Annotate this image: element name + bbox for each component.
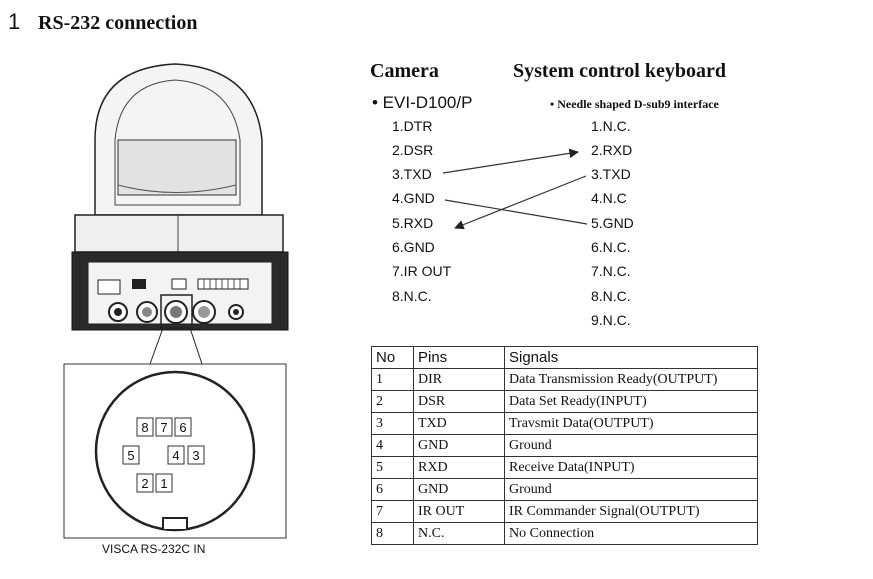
keyboard-pin-8: 8.N.C. (591, 288, 631, 304)
keyboard-pin-3: 3.TXD (591, 166, 631, 182)
keyboard-heading: System control keyboard (513, 60, 726, 82)
cell-pin: TXD (413, 412, 505, 435)
cell-pin: DIR (413, 368, 505, 391)
table-row: 3 TXD Travsmit Data(OUTPUT) (371, 412, 758, 435)
cell-no: 1 (371, 368, 414, 391)
section-title: RS-232 connection (38, 12, 198, 34)
cell-signal: IR Commander Signal(OUTPUT) (504, 500, 758, 523)
keyboard-pin-5: 5.GND (591, 215, 634, 231)
connector-pin-3: 3 (192, 448, 199, 463)
table-row: 6 GND Ground (371, 478, 758, 501)
cell-pin: GND (413, 478, 505, 501)
header-pins: Pins (413, 346, 505, 369)
keyboard-pin-6: 6.N.C. (591, 239, 631, 255)
table-row: 4 GND Ground (371, 434, 758, 457)
connector-pin-7: 7 (160, 420, 167, 435)
table-row: 2 DSR Data Set Ready(INPUT) (371, 390, 758, 413)
cell-no: 8 (371, 522, 414, 545)
camera-model: • EVI-D100/P (372, 93, 473, 112)
table-row: 1 DIR Data Transmission Ready(OUTPUT) (371, 368, 758, 391)
cell-signal: No Connection (504, 522, 758, 545)
cell-signal: Data Set Ready(INPUT) (504, 390, 758, 413)
keyboard-pin-4: 4.N.C (591, 190, 627, 206)
cell-signal: Data Transmission Ready(OUTPUT) (504, 368, 758, 391)
cell-no: 6 (371, 478, 414, 501)
camera-pin-1: 1.DTR (392, 118, 433, 134)
camera-pin-4: 4.GND (392, 190, 435, 206)
cell-signal: Ground (504, 434, 758, 457)
cell-signal: Receive Data(INPUT) (504, 456, 758, 479)
wire-txd-to-rxd (442, 148, 579, 174)
table-row: 7 IR OUT IR Commander Signal(OUTPUT) (371, 500, 758, 523)
cell-no: 4 (371, 434, 414, 457)
wire-txd-to-rxd-return (454, 175, 587, 230)
cell-pin: RXD (413, 456, 505, 479)
connector-pin-4: 4 (172, 448, 179, 463)
connector-caption: VISCA RS-232C IN (102, 542, 206, 556)
connector-pin-1: 1 (160, 476, 167, 491)
cell-pin: IR OUT (413, 500, 505, 523)
table-header-row: No Pins Signals (371, 346, 758, 369)
header-no: No (371, 346, 414, 369)
keyboard-pin-1: 1.N.C. (591, 118, 631, 134)
connector-pin-6: 6 (179, 420, 186, 435)
camera-pin-5: 5.RXD (392, 215, 434, 231)
header-signals: Signals (504, 346, 758, 369)
keyboard-pin-7: 7.N.C. (591, 263, 631, 279)
camera-pin-2: 2.DSR (392, 142, 434, 158)
camera-pin-6: 6.GND (392, 239, 435, 255)
camera-pin-3: 3.TXD (392, 166, 432, 182)
connector-pin-8: 8 (141, 420, 148, 435)
section-number: 1 (8, 9, 21, 34)
camera-heading: Camera (370, 60, 439, 82)
table-row: 5 RXD Receive Data(INPUT) (371, 456, 758, 479)
connector-pin-2: 2 (141, 476, 148, 491)
cell-no: 5 (371, 456, 414, 479)
cell-no: 3 (371, 412, 414, 435)
table-row: 8 N.C. No Connection (371, 522, 758, 545)
wire-gnd-to-gnd (444, 199, 588, 225)
cell-pin: GND (413, 434, 505, 457)
cell-no: 2 (371, 390, 414, 413)
cell-pin: DSR (413, 390, 505, 413)
camera-pin-8: 8.N.C. (392, 288, 432, 304)
cell-no: 7 (371, 500, 414, 523)
camera-pin-7: 7.IR OUT (392, 263, 452, 279)
cell-signal: Travsmit Data(OUTPUT) (504, 412, 758, 435)
cell-pin: N.C. (413, 522, 505, 545)
keyboard-pin-2: 2.RXD (591, 142, 633, 158)
signal-table: No Pins Signals 1 DIR Data Transmission … (371, 346, 758, 545)
cell-signal: Ground (504, 478, 758, 501)
keyboard-interface: • Needle shaped D-sub9 interface (550, 97, 719, 111)
keyboard-pin-9: 9.N.C. (591, 312, 631, 328)
connector-pin-5: 5 (127, 448, 134, 463)
